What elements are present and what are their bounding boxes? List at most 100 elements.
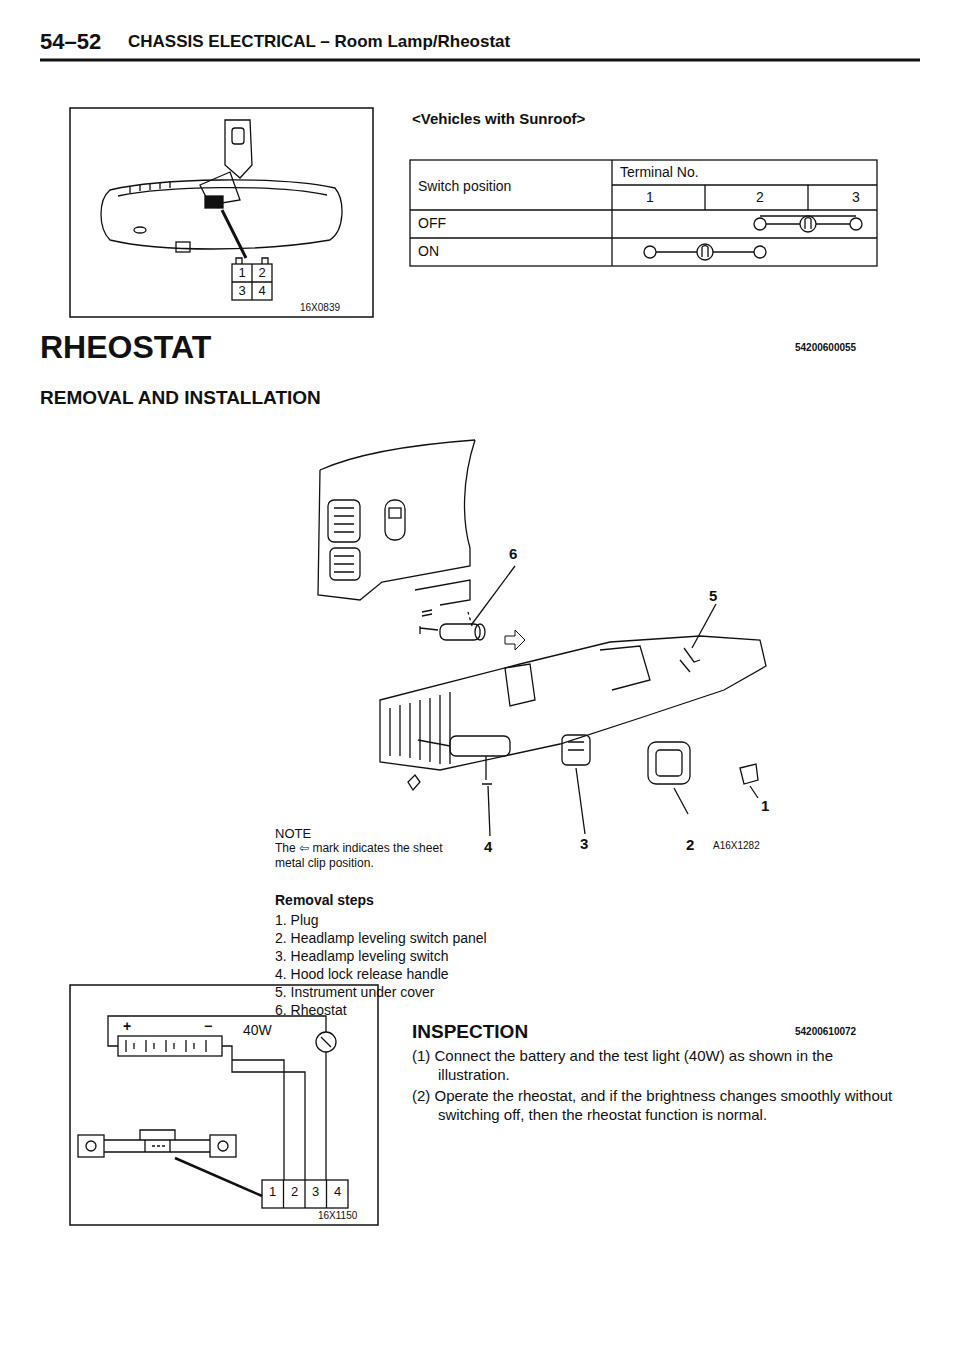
instruction-step: (2) Operate the rheostat, and if the bri… <box>412 1087 908 1125</box>
switch-table-part <box>644 246 656 258</box>
exploded-view-part <box>600 646 650 690</box>
exploded-view-part <box>692 604 716 648</box>
test-circuit-figure-part <box>86 1141 96 1151</box>
test-circuit-figure-part <box>126 1040 206 1052</box>
exploded-view-part <box>334 508 354 572</box>
table-cell: OFF <box>418 215 446 233</box>
switch-table-part <box>612 184 877 185</box>
terminal-sign: − <box>204 1018 212 1036</box>
exploded-view-part <box>390 692 450 764</box>
lamp-rating: 40W <box>243 1022 272 1040</box>
figure-code: 16X0839 <box>300 302 340 315</box>
callout-number: 1 <box>761 797 769 816</box>
pin-number: 1 <box>262 1184 283 1200</box>
test-circuit-figure-part <box>104 1140 210 1152</box>
exploded-view-part <box>418 740 492 784</box>
test-circuit-figure-part <box>70 985 378 1225</box>
header-rule-part <box>40 59 920 62</box>
pin-number: 4 <box>327 1184 348 1200</box>
steps-heading: Removal steps <box>275 892 374 910</box>
callout-number: 2 <box>686 836 694 855</box>
exploded-view-part <box>488 786 490 836</box>
exploded-view-part <box>562 735 590 765</box>
mirror-figure-part <box>70 108 373 317</box>
callout-number: 5 <box>709 587 717 606</box>
exploded-view-part <box>320 440 475 470</box>
exploded-view-part <box>415 580 470 605</box>
test-circuit-figure-part <box>304 1180 305 1208</box>
step-item: 3. Headlamp leveling switch <box>275 948 449 966</box>
exploded-view-part <box>568 742 584 750</box>
callout-number: 3 <box>580 835 588 854</box>
mirror-figure-part <box>225 120 252 178</box>
exploded-view-part <box>505 664 535 706</box>
page-title: RHEOSTAT <box>40 327 211 367</box>
test-circuit-figure-part <box>210 1135 236 1157</box>
switch-table-part <box>410 209 877 210</box>
switch-table-part <box>410 160 877 266</box>
exploded-view <box>318 440 766 836</box>
mirror-figure-part <box>134 227 146 233</box>
pin-number: 1 <box>232 265 252 281</box>
test-circuit-figure <box>70 985 378 1225</box>
table-cell: 2 <box>745 189 775 207</box>
exploded-view-part <box>472 566 515 624</box>
note-heading: NOTE <box>275 826 311 842</box>
exploded-view-part <box>505 630 525 650</box>
switch-table <box>410 160 877 266</box>
instruction-step: (1) Connect the battery and the test lig… <box>412 1047 908 1085</box>
test-circuit-figure-part <box>325 1052 326 1180</box>
exploded-view-part <box>475 624 485 640</box>
exploded-view-part <box>656 750 682 776</box>
exploded-view-part <box>450 736 510 756</box>
test-circuit-figure-part <box>78 1135 104 1157</box>
switch-table-part <box>807 185 808 210</box>
mirror-figure-part <box>101 180 342 249</box>
mirror-figure-part <box>222 210 246 258</box>
switch-table-part <box>850 218 862 230</box>
switch-table-part <box>754 218 766 230</box>
step-item: 5. Instrument under cover <box>275 984 435 1002</box>
exploded-view-part <box>318 470 470 600</box>
switch-table-part <box>702 246 708 257</box>
table-cell: Switch position <box>418 178 511 196</box>
table-cell: 1 <box>635 189 665 207</box>
pin-number: 3 <box>232 283 252 299</box>
mirror-figure-part <box>232 264 272 300</box>
page-number: 54–52 <box>40 28 101 56</box>
pin-number: 2 <box>284 1184 305 1200</box>
table-cell: ON <box>418 243 439 261</box>
callout-number: 4 <box>484 838 492 857</box>
mirror-figure-part <box>232 281 272 282</box>
reference-code: 54200600055 <box>795 342 856 355</box>
terminal-sign: + <box>123 1018 131 1036</box>
reference-code: 54200610072 <box>795 1026 856 1039</box>
test-circuit-figure-part <box>108 1016 326 1046</box>
exploded-view-part <box>465 440 475 548</box>
exploded-view-part <box>389 508 401 518</box>
figure-code: 16X1150 <box>318 1210 357 1223</box>
pin-number: 4 <box>252 283 272 299</box>
pin-number: 3 <box>305 1184 326 1200</box>
table-cell: 3 <box>841 189 871 207</box>
test-circuit-figure-part <box>118 1036 222 1056</box>
section-header: CHASSIS ELECTRICAL – Room Lamp/Rheostat <box>128 31 510 52</box>
test-circuit-figure-part <box>232 1060 284 1180</box>
mirror-figure-part <box>205 196 223 208</box>
step-item: 6. Rheostat <box>275 1002 347 1020</box>
test-circuit-figure-part <box>321 1037 331 1047</box>
table-caption: <Vehicles with Sunroof> <box>412 110 585 129</box>
switch-table-part <box>410 237 877 238</box>
exploded-view-part <box>750 786 758 798</box>
exploded-view-part <box>385 500 405 540</box>
mirror-figure-part <box>236 258 268 264</box>
test-circuit-figure-part <box>218 1141 228 1151</box>
test-circuit-figure-part <box>222 1046 305 1180</box>
note-text: The ⇦ mark indicates the sheet metal cli… <box>275 841 465 871</box>
figure-code: A16X1282 <box>713 840 760 853</box>
exploded-view-part <box>422 610 432 616</box>
switch-table-part <box>800 216 816 232</box>
exploded-view-part <box>328 500 360 542</box>
